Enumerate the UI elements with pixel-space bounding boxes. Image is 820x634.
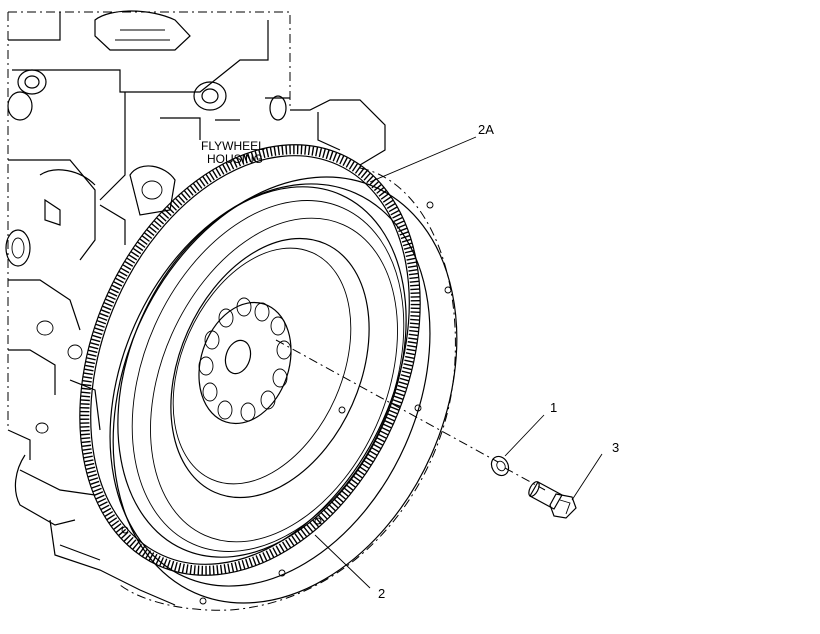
callout-2a: 2A [478,122,494,137]
ring-gear [80,145,420,575]
leader-3 [571,453,603,501]
housing-label-line1: FLYWHEEL [201,139,265,153]
engine-block [5,10,386,606]
assembly-centerline [275,339,546,491]
callout-2: 2 [378,586,385,601]
leader-1 [504,414,545,457]
leader-lines [314,136,603,589]
leader-2a [369,136,477,183]
flywheel [79,144,458,611]
bolt [528,481,577,519]
hub-bolt-heads [198,297,292,422]
washer [490,455,510,477]
housing-label-line2: HOUSING [207,152,263,166]
callout-3: 3 [612,440,619,455]
leader-2 [314,534,371,589]
callout-1: 1 [550,400,557,415]
